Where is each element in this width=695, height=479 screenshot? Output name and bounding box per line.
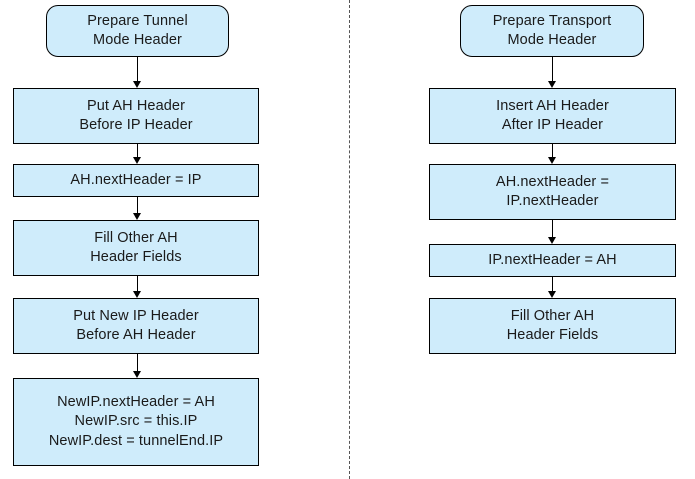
arrowhead-icon xyxy=(133,291,141,298)
flow-node-tunnel-step-1[interactable]: Put AH Header Before IP Header xyxy=(13,88,259,144)
arrowhead-icon xyxy=(133,157,141,164)
flow-edge-transport-step-3-to-transport-step-4 xyxy=(552,277,553,293)
arrowhead-icon xyxy=(133,81,141,88)
flow-edge-transport-step-2-to-transport-step-3 xyxy=(552,220,553,239)
arrowhead-icon xyxy=(548,237,556,244)
flow-edge-tunnel-step-4-to-tunnel-step-5 xyxy=(137,354,138,373)
flow-node-tunnel-step-4[interactable]: Put New IP Header Before AH Header xyxy=(13,298,259,354)
arrowhead-icon xyxy=(133,213,141,220)
flow-edge-tunnel-step-2-to-tunnel-step-3 xyxy=(137,197,138,215)
flow-node-tunnel-step-5[interactable]: NewIP.nextHeader = AH NewIP.src = this.I… xyxy=(13,378,259,466)
flow-node-tunnel-step-2[interactable]: AH.nextHeader = IP xyxy=(13,164,259,197)
flow-node-transport-step-1[interactable]: Insert AH Header After IP Header xyxy=(429,88,676,144)
arrowhead-icon xyxy=(548,157,556,164)
arrowhead-icon xyxy=(548,291,556,298)
flow-node-tunnel-step-3[interactable]: Fill Other AH Header Fields xyxy=(13,220,259,276)
flow-node-transport-start[interactable]: Prepare Transport Mode Header xyxy=(460,5,644,57)
flow-node-transport-step-2[interactable]: AH.nextHeader = IP.nextHeader xyxy=(429,164,676,220)
arrowhead-icon xyxy=(133,371,141,378)
column-divider xyxy=(349,0,350,479)
flow-node-transport-step-4[interactable]: Fill Other AH Header Fields xyxy=(429,298,676,354)
flow-node-tunnel-start[interactable]: Prepare Tunnel Mode Header xyxy=(46,5,229,57)
arrowhead-icon xyxy=(548,81,556,88)
flow-edge-tunnel-step-3-to-tunnel-step-4 xyxy=(137,276,138,293)
flow-edge-transport-start-to-transport-step-1 xyxy=(552,57,553,83)
flow-edge-tunnel-start-to-tunnel-step-1 xyxy=(137,57,138,83)
flow-edge-transport-step-1-to-transport-step-2 xyxy=(552,144,553,159)
flow-edge-tunnel-step-1-to-tunnel-step-2 xyxy=(137,144,138,159)
flow-node-transport-step-3[interactable]: IP.nextHeader = AH xyxy=(429,244,676,277)
